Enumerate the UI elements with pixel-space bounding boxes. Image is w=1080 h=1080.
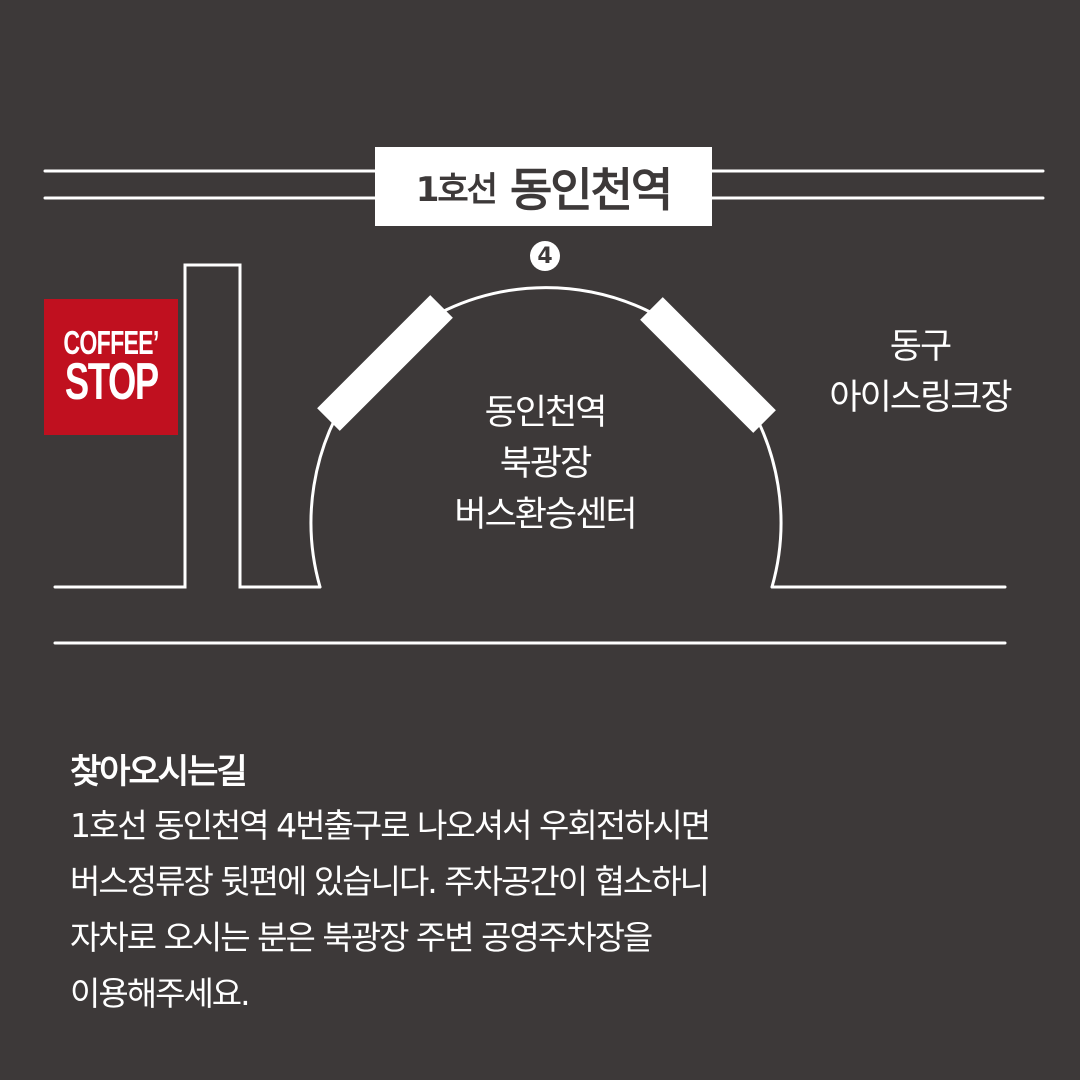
logo-line2: STOP (64, 352, 159, 411)
ice-rink-label: 동구 아이스링크장 (770, 322, 1070, 424)
station-sign: 1호선 동인천역 (375, 147, 712, 226)
label-line: 동인천역 (484, 393, 608, 433)
exit-stair-right (640, 297, 776, 433)
directions-title: 찾아오시는길 (70, 752, 248, 792)
directions-line: 버스정류장 뒷편에 있습니다. 주차공간이 협소하니 (70, 862, 710, 901)
directions-line: 이용해주세요. (70, 974, 251, 1013)
line-number: 1호선 (415, 170, 498, 210)
exit-stair-left (317, 295, 453, 431)
label-line: 버스환승센터 (454, 495, 637, 535)
plaza-arc (309, 286, 783, 589)
bus-center-label: 동인천역 북광장 버스환승센터 (395, 388, 695, 541)
exit-number-badge: 4 (530, 241, 560, 271)
label-line: 아이스링크장 (829, 378, 1012, 418)
label-line: 북광장 (499, 444, 593, 484)
building-outline (53, 263, 322, 589)
logo-line1: COFFEE’ (63, 323, 159, 361)
directions-line: 1호선 동인천역 4번출구로 나오셔서 우회전하시면 (70, 806, 711, 845)
label-line: 동구 (889, 327, 952, 367)
directions-section: 찾아오시는길 1호선 동인천역 4번출구로 나오셔서 우회전하시면 버스정류장 … (70, 746, 1030, 1022)
coffee-stop-logo: COFFEE’ STOP (44, 299, 178, 435)
station-name: 동인천역 (509, 162, 673, 217)
directions-line: 자차로 오시는 분은 북광장 주변 공영주차장을 (70, 918, 653, 957)
